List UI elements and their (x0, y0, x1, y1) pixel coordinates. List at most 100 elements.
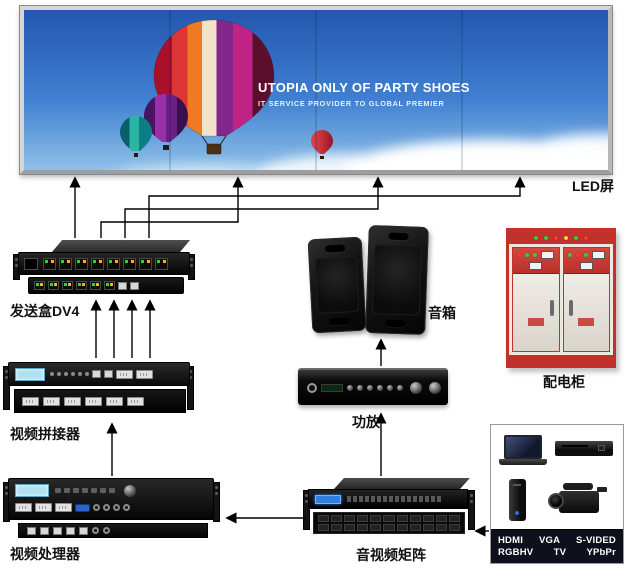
indicator-lamp (544, 235, 548, 240)
mini-port (27, 526, 36, 535)
door-nameplate (527, 318, 544, 326)
camcorder-lens (548, 493, 564, 509)
matrix-button (389, 496, 393, 502)
dvi-port (22, 396, 39, 406)
bnc-port (93, 504, 100, 511)
matrix-port (448, 515, 460, 522)
speaker-left (307, 236, 367, 334)
matrix-port (344, 515, 356, 522)
front-button (85, 372, 89, 376)
bass-port (388, 232, 409, 241)
signal-type: HDMI (498, 534, 524, 546)
matrix-top-panel (334, 478, 470, 489)
cabinet-indicator-strip (509, 231, 613, 244)
processor-label: 视频处理器 (10, 546, 80, 562)
cabinet-door-right (562, 247, 610, 352)
matrix-button (437, 496, 441, 502)
dvi-port (35, 503, 52, 512)
dvi-port (85, 396, 102, 406)
matrix-port (370, 515, 382, 522)
small-knob (347, 384, 353, 391)
matrix-button (401, 496, 405, 502)
rack-ear (213, 482, 220, 522)
indicator-lamp (583, 252, 588, 257)
signal-row-1: HDMI VGA S-VIDED (498, 534, 616, 546)
front-button (91, 488, 97, 493)
av-matrix (303, 478, 475, 538)
small-knob (387, 384, 393, 391)
front-button (73, 488, 79, 493)
vga-port (75, 503, 90, 512)
matrix-button (419, 496, 423, 502)
bnc-port (113, 504, 120, 511)
bnc-port (92, 527, 99, 534)
front-button (57, 372, 61, 376)
front-button (78, 372, 82, 376)
bass-port (328, 317, 350, 326)
dvi-port (136, 369, 153, 379)
matrix-button (353, 496, 357, 502)
matrix-port (435, 524, 447, 531)
rack-ear (468, 490, 475, 530)
dvi-port (55, 503, 72, 512)
speaker-right (365, 224, 429, 336)
mini-port (118, 281, 127, 290)
matrix-port (370, 524, 382, 531)
rj45-port (43, 257, 56, 270)
panel-meter (591, 250, 605, 259)
matrix-button (395, 496, 399, 502)
rj45-port (91, 257, 104, 270)
matrix-button (413, 496, 417, 502)
rj45-port (90, 281, 101, 290)
small-knob (367, 384, 373, 391)
bnc-port (103, 527, 110, 534)
cabinet-doors (509, 244, 613, 355)
matrix-port (344, 524, 356, 531)
laptop-icon (499, 435, 547, 467)
front-button (55, 488, 61, 493)
speaker-grille (371, 244, 423, 316)
sender-box-dv4 (13, 240, 195, 296)
led-screen: UTOPIA ONLY OF PARTY SHOES IT SERVICE PR… (20, 6, 612, 174)
matrix-port (331, 515, 343, 522)
matrix-port (331, 524, 343, 531)
rj45-port (48, 281, 59, 290)
panel-meter (529, 262, 543, 271)
matrix-port (318, 524, 330, 531)
signal-type: VGA (538, 534, 561, 546)
matrix-port (409, 524, 421, 531)
dvi-port (127, 396, 144, 406)
matrix-label: 音视频矩阵 (356, 547, 426, 563)
matrix-port (383, 515, 395, 522)
matrix-button (359, 496, 363, 502)
rj45-port (155, 257, 168, 270)
matrix-control-panel (308, 489, 468, 509)
matrix-button (365, 496, 369, 502)
indicator-lamp (564, 235, 568, 240)
panel-meter (579, 262, 593, 271)
screen-banner: UTOPIA ONLY OF PARTY SHOES IT SERVICE PR… (258, 80, 469, 108)
door-handle (549, 300, 554, 316)
mini-port (79, 526, 88, 535)
power-cabinet (506, 228, 616, 368)
matrix-port (422, 524, 434, 531)
matrix-button (425, 496, 429, 502)
processor-control-row (15, 482, 207, 499)
arrow-sender-to-screen-2 (100, 176, 244, 238)
signal-types-strip: HDMI VGA S-VIDED RGBHV TV YPbPr (491, 529, 623, 563)
dvi-port (15, 503, 32, 512)
matrix-button (431, 496, 435, 502)
matrix-port (318, 515, 330, 522)
power-amplifier (298, 368, 448, 405)
matrix-port (357, 524, 369, 531)
matrix-button (371, 496, 375, 502)
small-balloons (120, 94, 188, 157)
mini-port (66, 526, 75, 535)
speakers (307, 224, 429, 338)
sender-front-panel (18, 252, 190, 275)
input-sources-box: HDMI VGA S-VIDED RGBHV TV YPbPr (490, 424, 624, 564)
mini-port (53, 526, 62, 535)
rj45-port (34, 281, 45, 290)
processor-port-row (15, 499, 207, 516)
small-knob (397, 384, 403, 391)
